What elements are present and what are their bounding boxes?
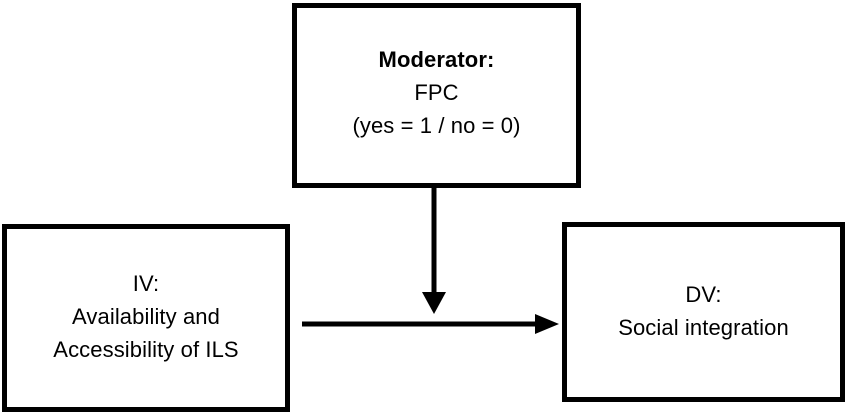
dv-label-role: DV: bbox=[685, 281, 722, 307]
dv-label-name: Social integration bbox=[618, 314, 789, 340]
dependent-variable-node: DV: Social integration bbox=[562, 222, 845, 402]
main-effect-arrow-icon bbox=[302, 314, 559, 334]
iv-label-name-line1: Availability and bbox=[72, 303, 220, 329]
iv-label-name-line2: Accessibility of ILS bbox=[53, 336, 239, 362]
moderator-label-role: Moderator: bbox=[378, 47, 495, 72]
moderator-label-coding: (yes = 1 / no = 0) bbox=[352, 113, 521, 138]
moderator-label-name: FPC bbox=[414, 80, 459, 105]
dv-text-stack: DV: Social integration bbox=[618, 278, 789, 344]
moderator-node: Moderator: FPC (yes = 1 / no = 0) bbox=[292, 3, 581, 188]
independent-variable-node: IV: Availability and Accessibility of IL… bbox=[2, 224, 290, 412]
moderator-text-stack: Moderator: FPC (yes = 1 / no = 0) bbox=[352, 43, 520, 142]
iv-label-role: IV: bbox=[132, 270, 160, 296]
moderation-arrow-icon bbox=[422, 186, 446, 314]
iv-text-stack: IV: Availability and Accessibility of IL… bbox=[53, 267, 238, 366]
